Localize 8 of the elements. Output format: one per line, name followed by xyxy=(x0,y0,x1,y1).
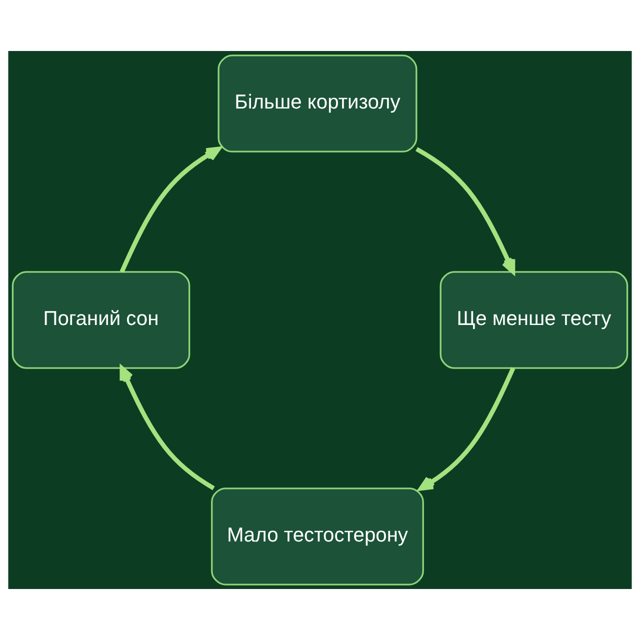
node-box: Ще менше тесту xyxy=(440,271,628,369)
node-box: Більше кортизолу xyxy=(218,54,418,152)
arrow xyxy=(415,147,516,274)
arrow xyxy=(120,146,221,273)
arrow xyxy=(120,366,215,490)
arrow xyxy=(418,367,516,491)
node-box: Мало тестостерону xyxy=(211,488,424,586)
node-box: Поганий сон xyxy=(12,271,190,369)
